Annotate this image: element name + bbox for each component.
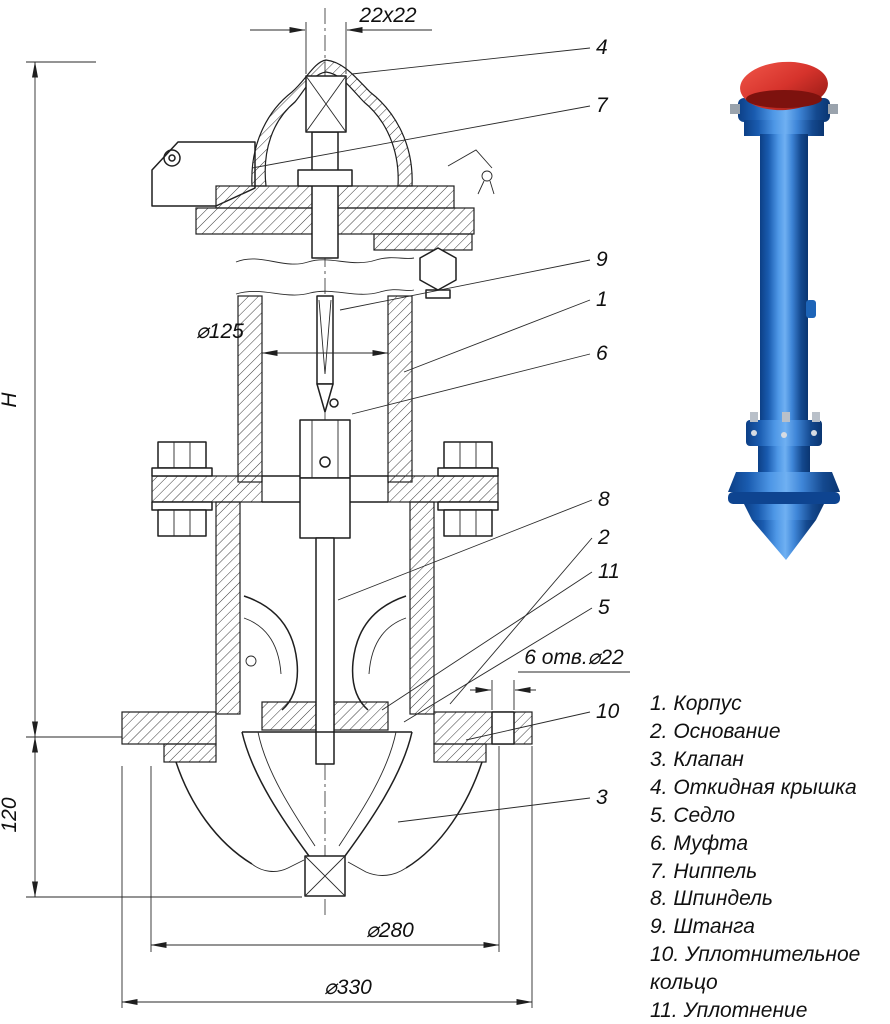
bonnet-flange xyxy=(151,441,499,537)
dimensions: 22x22 H 120 ⌀125 ⌀280 ⌀330 6 отв.⌀22 xyxy=(0,4,630,1008)
parts-list-item: 11. Уплотнение xyxy=(650,999,808,1023)
dim-flange-diameter: ⌀330 xyxy=(324,976,372,999)
break-lines xyxy=(235,257,415,296)
valve-seat xyxy=(261,701,389,731)
dim-holes: 6 отв.⌀22 xyxy=(524,646,624,669)
base-flange xyxy=(121,711,533,876)
bolt-hole xyxy=(491,711,515,745)
parts-list-item: 10. Уплотнительное кольцо xyxy=(650,943,861,995)
callout-4: 4 xyxy=(596,36,608,59)
callout-7: 7 xyxy=(596,94,609,117)
parts-list-item: 7. Ниппель xyxy=(650,859,758,883)
dim-bolt-circle: ⌀280 xyxy=(366,919,414,942)
parts-list-item: 5. Седло xyxy=(650,803,736,827)
dim-bore: ⌀125 xyxy=(196,320,244,343)
parts-list-item: 2. Основание xyxy=(650,719,781,743)
parts-list-item: 9. Штанга xyxy=(650,915,755,939)
hydrant-column xyxy=(760,134,808,422)
spindle-and-rod xyxy=(299,295,351,765)
hydrant-cone xyxy=(752,520,816,560)
dim-height: H xyxy=(0,392,21,408)
callout-1: 1 xyxy=(596,288,608,311)
callouts: 4 7 9 1 6 8 2 11 5 10 3 xyxy=(251,36,620,823)
callout-11: 11 xyxy=(598,560,620,583)
parts-list-item: 3. Клапан xyxy=(650,747,744,771)
callout-10: 10 xyxy=(596,700,620,723)
callout-9: 9 xyxy=(596,248,608,271)
parts-list-item: 6. Муфта xyxy=(650,831,749,855)
parts-list-item: 8. Шпиндель xyxy=(650,887,773,911)
callout-8: 8 xyxy=(598,488,610,511)
riser-walls xyxy=(237,295,413,483)
callout-6: 6 xyxy=(596,342,608,365)
parts-list-item: 4. Откидная крышка xyxy=(650,775,857,799)
hydrant-photo xyxy=(728,61,840,560)
callout-3: 3 xyxy=(596,786,608,809)
dim-base-height: 120 xyxy=(0,797,21,832)
parts-list: 1. Корпус 2. Основание 3. Клапан 4. Отки… xyxy=(650,690,868,1024)
parts-list-item: 1. Корпус xyxy=(650,692,742,715)
valve-section xyxy=(241,731,413,897)
callout-5: 5 xyxy=(598,596,610,619)
body-walls xyxy=(215,501,435,715)
callout-2: 2 xyxy=(597,526,610,549)
dim-square: 22x22 xyxy=(358,4,417,27)
